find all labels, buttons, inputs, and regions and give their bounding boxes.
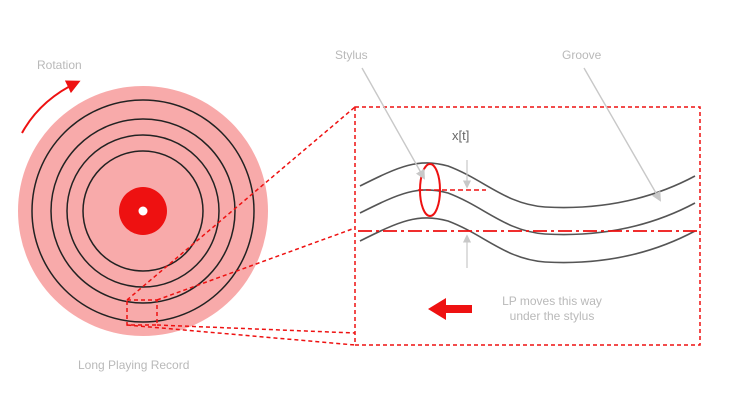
zoom-connector-line (126, 324, 356, 346)
zoom-connector-lines (126, 106, 356, 346)
zoom-panel (354, 106, 701, 346)
motion-label-line1: LP moves this way (502, 294, 602, 308)
zoom-source-region (126, 299, 158, 326)
stylus-label: Stylus (335, 48, 368, 62)
stylus-pointer-line (361, 67, 425, 180)
rotation-arrow-icon (21, 80, 81, 134)
groove-label: Groove (562, 48, 602, 62)
left-arrow-icon (428, 298, 472, 320)
zoom-connector-line (126, 106, 356, 301)
record-groove-ring (66, 134, 220, 288)
groove-waves (359, 162, 696, 264)
zoom-connector-line (156, 227, 356, 301)
record-disc (18, 86, 268, 336)
motion-label-line2: under the stylus (509, 309, 595, 323)
groove-pointer-line (583, 67, 661, 202)
record-groove-ring (50, 118, 236, 304)
record-groove-ring (31, 99, 255, 323)
signal-label: x[t] (452, 128, 470, 143)
groove-wave (359, 217, 696, 264)
record-spindle-hole (138, 206, 148, 216)
record-label-text: Long Playing Record (78, 358, 190, 372)
stylus-icon (419, 163, 441, 217)
rotation-label: Rotation (37, 58, 82, 72)
groove-wave (359, 162, 696, 209)
record-groove-ring (82, 150, 204, 272)
zoom-connector-line (156, 324, 356, 334)
groove-wave (359, 189, 696, 236)
